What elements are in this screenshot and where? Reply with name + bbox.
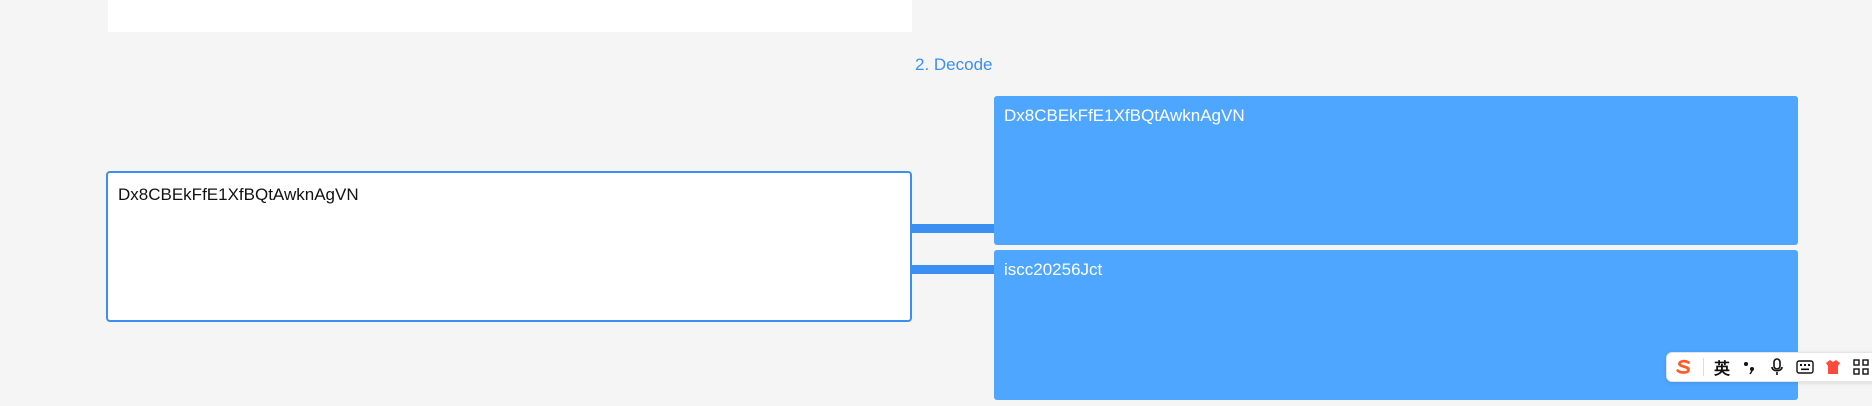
output-node[interactable]: Dx8CBEkFfE1XfBQtAwknAgVN [994,96,1798,245]
connector-line [912,265,994,274]
skin-icon[interactable] [1824,358,1842,376]
output-node-text: iscc20256Jct [1004,260,1103,279]
input-node-text: Dx8CBEkFfE1XfBQtAwknAgVN [118,185,359,204]
input-node[interactable]: Dx8CBEkFfE1XfBQtAwknAgVN [106,171,912,322]
language-toggle[interactable]: 英 [1714,361,1731,378]
step-title: 2. Decode [915,55,993,74]
keyboard-icon[interactable] [1796,358,1814,376]
output-node-text: Dx8CBEkFfE1XfBQtAwknAgVN [1004,106,1245,125]
output-node[interactable]: iscc20256Jct [994,250,1798,400]
ime-toolbar[interactable]: 英 [1666,352,1872,382]
connector-line [912,224,994,233]
toolbar-divider [1703,358,1704,376]
grid-menu-icon[interactable] [1852,358,1870,376]
previous-panel [108,0,912,32]
sogou-logo-icon[interactable] [1675,358,1693,376]
punctuation-icon[interactable] [1740,358,1758,376]
microphone-icon[interactable] [1768,358,1786,376]
